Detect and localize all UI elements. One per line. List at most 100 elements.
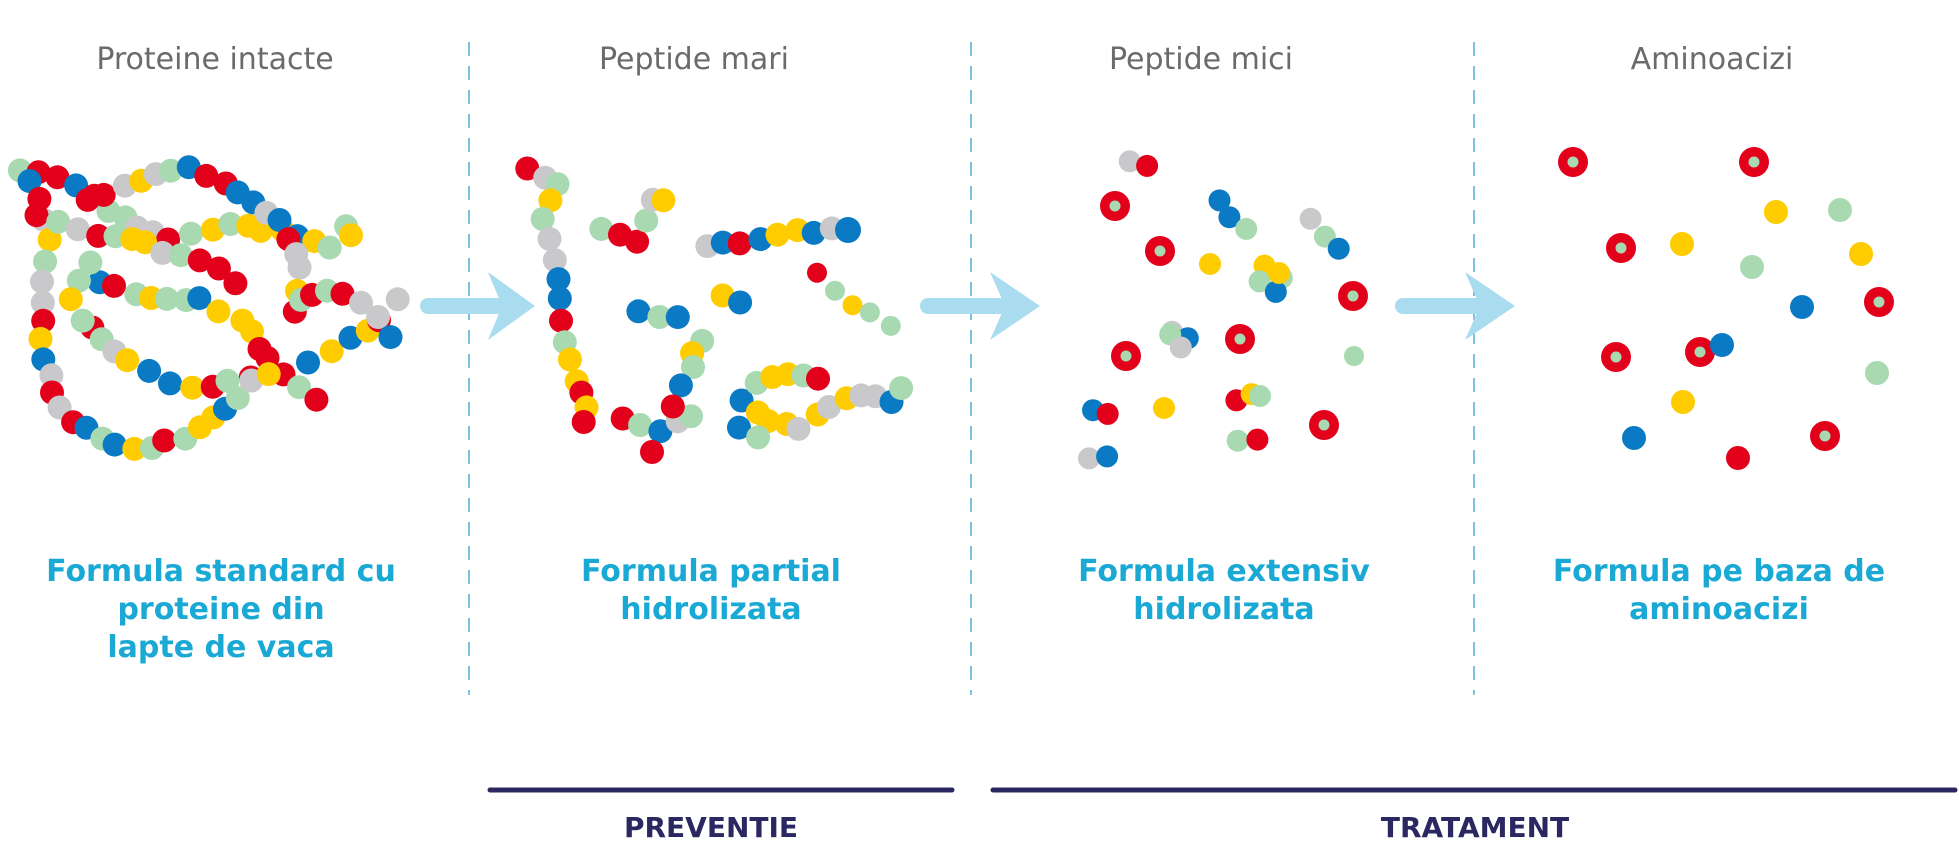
amino-acid (1828, 198, 1852, 222)
protein-bead (91, 182, 116, 207)
protein-bead (115, 348, 140, 373)
small-peptide-bead (1218, 206, 1241, 229)
protein-bead (366, 305, 390, 329)
small-peptide-bead (1118, 150, 1141, 173)
peptide-bead (634, 208, 659, 233)
amino-acid (1764, 200, 1788, 224)
protein-bead (28, 326, 53, 351)
protein-bead (158, 158, 183, 183)
peptide-bead (647, 305, 672, 329)
small-peptide-bead (1248, 270, 1271, 293)
protein-bead (102, 432, 127, 457)
peptide-bead (825, 280, 845, 301)
peptide-bead (625, 229, 650, 254)
small-peptide-ring-core (1120, 350, 1132, 362)
amino-acid (1849, 242, 1873, 266)
stage-title-small-peptides: Peptide mici (1108, 42, 1294, 77)
stage-title-large-peptides: Peptide mari (599, 42, 789, 77)
protein-bead (70, 308, 95, 333)
peptide-bead (628, 413, 653, 437)
protein-bead (179, 221, 203, 246)
peptide-bead (549, 308, 573, 333)
amino-acid (1865, 361, 1889, 385)
protein-bead (218, 212, 243, 236)
protein-bead (122, 436, 147, 461)
small-peptide-bead (1169, 336, 1192, 359)
protein-bead (46, 209, 71, 234)
small-peptide-ring-core (1154, 245, 1166, 257)
protein-bead (133, 230, 158, 255)
small-peptide-bead (1096, 445, 1119, 468)
peptide-bead (547, 286, 572, 311)
small-peptide-bead (1153, 397, 1175, 419)
protein-bead (339, 223, 363, 248)
amino-acid-ring-core (1748, 156, 1760, 168)
amino-acid-ring-core (1819, 430, 1831, 442)
protein-bead (24, 203, 49, 228)
stage-caption-amino-acids: Formula pe baza de aminoacizi (1499, 553, 1939, 629)
amino-acid-ring-core (1694, 346, 1706, 358)
protein-bead (187, 286, 212, 311)
caption-line: Formula partial (581, 554, 841, 589)
small-peptide-ring-core (1347, 290, 1359, 302)
protein-bead (304, 387, 329, 412)
molecule-layer (7, 147, 1894, 470)
small-peptide-bead (1246, 428, 1269, 451)
protein-bead (194, 163, 219, 188)
stage-title-amino-acids: Aminoacizi (1630, 42, 1794, 77)
amino-acid-ring-core (1610, 351, 1622, 363)
protein-bead (206, 299, 231, 324)
protein-bead (287, 375, 311, 400)
bracket-label-treatment: TRATAMENT (1380, 811, 1570, 844)
protein-bead (30, 290, 55, 315)
peptide-bead (542, 248, 567, 273)
small-peptide-bead (1264, 280, 1287, 303)
peptide-bead (806, 366, 830, 391)
peptide-bead (515, 156, 540, 181)
small-peptide-ring-core (1109, 200, 1121, 212)
peptide-bead (807, 262, 827, 283)
peptide-bead (816, 395, 841, 419)
protein-bead (58, 287, 83, 312)
protein-bead (78, 250, 103, 275)
peptide-bead (786, 416, 811, 441)
peptide-bead (835, 217, 861, 243)
peptide-bead (728, 290, 753, 315)
caption-line: lapte de vaca (107, 630, 335, 665)
peptide-bead (651, 188, 676, 213)
peptide-bead (681, 355, 705, 380)
arrow-3-icon (1395, 272, 1515, 340)
protein-bead (45, 165, 70, 190)
protein-bead (296, 350, 320, 375)
peptide-bead (727, 415, 751, 440)
amino-acid (1710, 333, 1734, 357)
caption-line: aminoacizi (1629, 592, 1809, 627)
caption-line: Formula standard cu (46, 554, 396, 589)
protein-bead (65, 217, 90, 242)
caption-line: hidrolizata (1133, 592, 1315, 627)
small-peptide-bead (1136, 154, 1159, 177)
protein-bead (385, 287, 410, 312)
small-peptide-ring-core (1318, 419, 1330, 431)
peptide-bead (546, 267, 571, 292)
small-peptide-bead (1078, 447, 1100, 470)
caption-line: Formula pe baza de (1552, 554, 1886, 589)
peptide-bead (640, 440, 664, 464)
peptide-bead (668, 373, 693, 398)
small-peptide-bead (1327, 237, 1350, 260)
bracket-label-prevention: PREVENTIE (623, 811, 799, 844)
protein-bead (30, 269, 54, 294)
protein-bead (187, 248, 212, 273)
peptide-bead (801, 220, 826, 245)
small-peptide-bead (1249, 385, 1271, 407)
small-peptide-bead (1268, 262, 1290, 284)
amino-acid (1622, 426, 1646, 450)
peptide-bead (765, 222, 790, 247)
arrow-1-icon (420, 272, 535, 340)
small-peptide-bead (1299, 207, 1322, 230)
protein-bead (152, 428, 177, 453)
protein-bead (319, 339, 344, 364)
peptide-bead (538, 188, 563, 213)
